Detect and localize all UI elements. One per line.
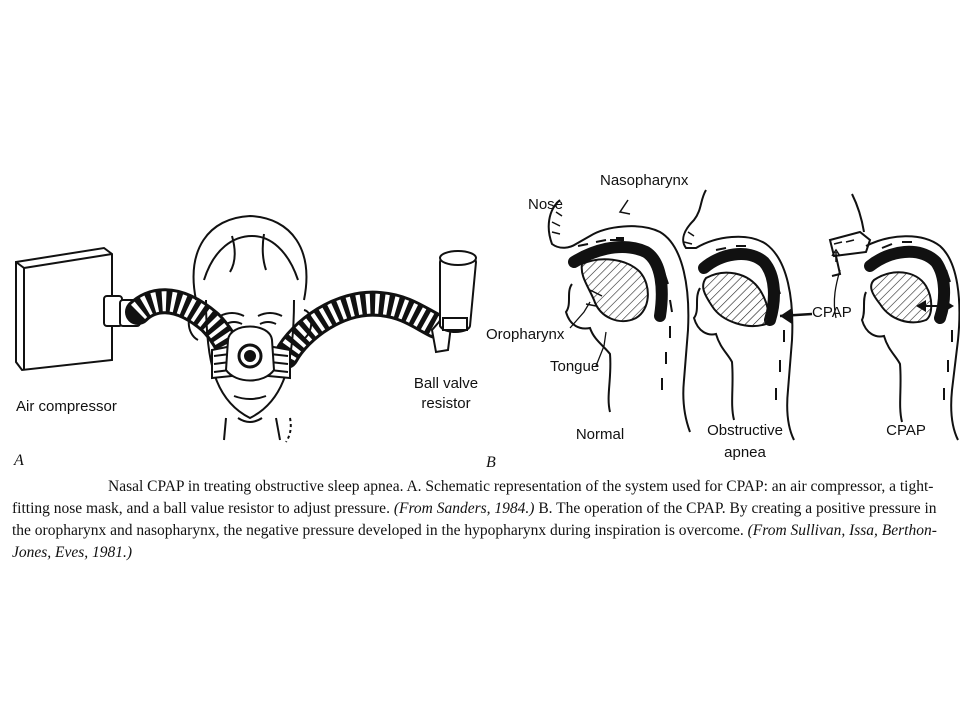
nasopharynx-label: Nasopharynx bbox=[600, 172, 689, 189]
airway-obstructive bbox=[682, 189, 813, 441]
tongue-label: Tongue bbox=[550, 358, 600, 375]
nose-label: Nose bbox=[528, 196, 564, 213]
figure-caption: Nasal CPAP in treating obstructive sleep… bbox=[12, 476, 956, 564]
caption-sentence-2: B. The operation of the CPAP. By creatin… bbox=[12, 500, 937, 539]
left-corrugated-hose bbox=[125, 288, 245, 369]
oropharynx-label: Oropharynx bbox=[486, 326, 565, 343]
label-leader-lines bbox=[569, 269, 841, 367]
ball-valve-label: Ball valve resistor bbox=[406, 374, 486, 414]
air-compressor-box bbox=[15, 246, 113, 372]
ball-valve-resistor bbox=[430, 250, 478, 354]
column-label-obstructive: Obstructive apnea bbox=[690, 420, 800, 464]
airway-normal bbox=[547, 199, 691, 433]
air-compressor-label: Air compressor bbox=[16, 398, 117, 415]
ball-valve-label-line2: resistor bbox=[421, 395, 471, 412]
ball-valve-label-line1: Ball valve bbox=[413, 375, 479, 392]
column-label-obstructive-line1: Obstructive bbox=[707, 422, 783, 439]
caption-sentence-1: Nasal CPAP in treating obstructive sleep… bbox=[12, 478, 934, 517]
nose-mask bbox=[211, 325, 291, 382]
cpap-arrow-label: CPAP bbox=[812, 304, 852, 321]
panel-a-letter: A bbox=[14, 452, 24, 469]
column-label-cpap: CPAP bbox=[886, 422, 926, 439]
panel-b-letter: B bbox=[486, 454, 496, 471]
right-corrugated-hose bbox=[273, 290, 449, 369]
airway-cpap bbox=[828, 193, 960, 441]
column-label-normal: Normal bbox=[575, 426, 625, 443]
column-label-obstructive-line2: apnea bbox=[724, 444, 766, 461]
caption-citation-2: (From Sullivan, Issa, Berthon-Jones, Eve… bbox=[12, 522, 937, 561]
caption-citation-1: (From Sanders, 1984.) bbox=[393, 500, 535, 517]
head-illustration bbox=[187, 214, 313, 443]
